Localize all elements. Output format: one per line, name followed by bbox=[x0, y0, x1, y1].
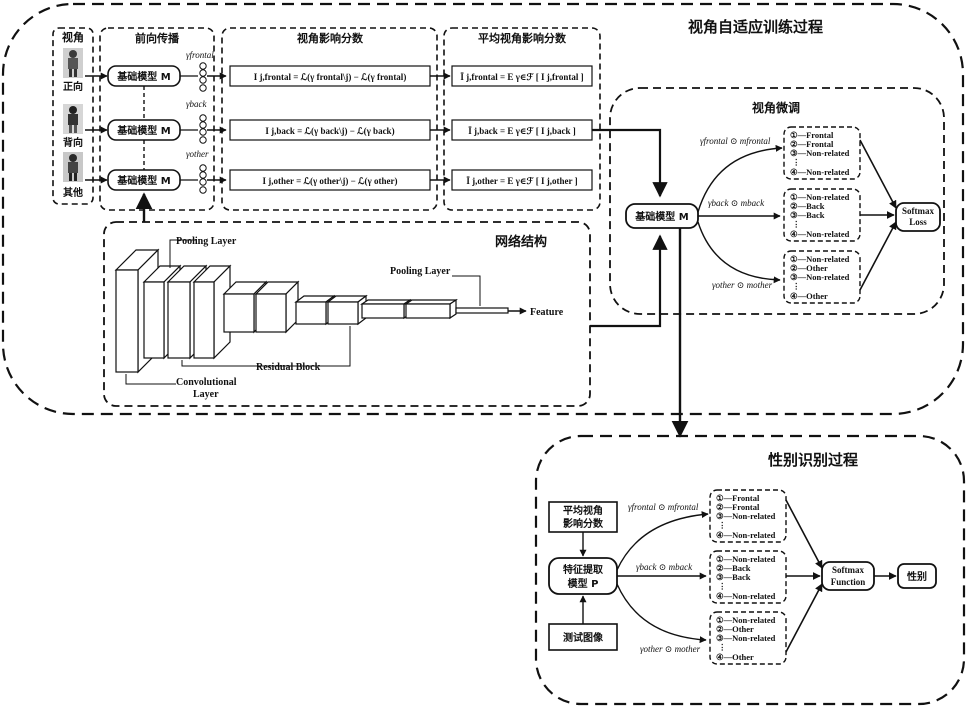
avg-score-line2: 影响分数 bbox=[563, 517, 604, 530]
neuron-column-other bbox=[200, 165, 206, 193]
view-label-back: 背向 bbox=[63, 136, 83, 149]
adaptive-training-title: 视角自适应训练过程 bbox=[688, 18, 823, 36]
average-formula-frontal: Ī j,frontal = E γ∈ℱ [ I j,frontal ] bbox=[460, 72, 583, 82]
finetune-branch-frontal-label: γfrontal ⊙ mfrontal bbox=[700, 136, 771, 146]
gender-frontal-item-4: ④—Non-related bbox=[716, 530, 776, 540]
network-structure-title: 网络结构 bbox=[495, 234, 547, 250]
base-model-other-label: 基础模型 M bbox=[116, 174, 170, 187]
gamma-back: γback bbox=[186, 99, 208, 109]
average-formula-other: Ī j,other = E γ∈ℱ [ I j,other ] bbox=[466, 176, 577, 186]
test-image-label: 测试图像 bbox=[563, 631, 604, 644]
final-pooling-strip bbox=[456, 308, 508, 313]
influence-formula-other: I j,other = ℒ(γ other\j) − ℒ(γ other) bbox=[263, 176, 398, 186]
residual-block-4 bbox=[256, 282, 298, 332]
influence-formula-frontal: I j,frontal = ℒ(γ frontal\j) − ℒ(γ front… bbox=[254, 72, 407, 82]
gender-recognition-title: 性别识别过程 bbox=[768, 451, 858, 469]
base-model-frontal-label: 基础模型 M bbox=[116, 70, 170, 83]
average-influence-header: 平均视角影响分数 bbox=[478, 31, 567, 45]
finetune-other-item-4: ④—Other bbox=[790, 291, 828, 301]
gender-frontal-ellipsis: ⋮ bbox=[718, 520, 727, 530]
residual-block-6 bbox=[328, 296, 366, 324]
gamma-frontal: γfrontal bbox=[186, 50, 214, 60]
base-model-back-label: 基础模型 M bbox=[116, 124, 170, 137]
average-formula-back: Ī j,back = E γ∈ℱ [ I j,back ] bbox=[468, 126, 576, 136]
finetune-frontal-ellipsis: ⋮ bbox=[792, 157, 801, 167]
influence-score-panel: 视角影响分数 I j,frontal = ℒ(γ frontal\j) − ℒ(… bbox=[222, 28, 437, 210]
forward-propagation-header: 前向传播 bbox=[135, 31, 180, 45]
neuron-column-back bbox=[200, 115, 206, 143]
forward-propagation-panel: 前向传播 基础模型 M 基础模型 M 基础模型 M γfrontal γback… bbox=[100, 28, 214, 210]
softmax-function-line1: Softmax bbox=[832, 565, 864, 575]
view-column: 视角 正向 背向 其他 bbox=[53, 28, 93, 204]
convolutional-label-line1: Convolutional bbox=[176, 377, 237, 388]
person-back-thumbnail bbox=[63, 104, 83, 134]
finetune-frontal-item-4: ④—Non-related bbox=[790, 167, 850, 177]
softmax-loss-line1: Softmax bbox=[902, 206, 934, 216]
finetune-branch-back-label: γback ⊙ mback bbox=[708, 198, 765, 208]
influence-formula-back: I j,back = ℒ(γ back\j) − ℒ(γ back) bbox=[265, 126, 394, 136]
gamma-other: γother bbox=[186, 149, 209, 159]
finetune-back-item-4: ④—Non-related bbox=[790, 229, 850, 239]
influence-score-header: 视角影响分数 bbox=[297, 31, 364, 45]
feature-extract-line2: 模型 P bbox=[568, 577, 599, 590]
finetune-base-model-label: 基础模型 M bbox=[634, 210, 688, 223]
view-label-other: 其他 bbox=[63, 186, 83, 199]
finetune-back-ellipsis: ⋮ bbox=[792, 219, 801, 229]
finetune-branch-other-label: γother ⊙ mother bbox=[712, 280, 773, 290]
gender-back-item-4: ④—Non-related bbox=[716, 591, 776, 601]
pooling-layer-label-right: Pooling Layer bbox=[390, 266, 451, 277]
network-structure-panel: 网络结构 bbox=[104, 222, 590, 406]
feature-label: Feature bbox=[530, 307, 564, 318]
gender-other-ellipsis: ⋮ bbox=[718, 642, 727, 652]
gender-branch-other-label: γother ⊙ mother bbox=[640, 644, 701, 654]
softmax-loss-line2: Loss bbox=[909, 217, 927, 227]
person-other-thumbnail bbox=[63, 152, 83, 182]
residual-block-7 bbox=[362, 300, 410, 318]
view-label-frontal: 正向 bbox=[63, 80, 83, 93]
view-column-header: 视角 bbox=[62, 30, 84, 44]
gender-recognition-flow: 平均视角 影响分数 特征提取 模型 P 测试图像 γfrontal ⊙ mfro… bbox=[549, 490, 936, 664]
fine-tune-title: 视角微调 bbox=[752, 100, 800, 115]
residual-block-8 bbox=[406, 300, 456, 318]
finetune-other-ellipsis: ⋮ bbox=[792, 281, 801, 291]
gender-branch-back-label: γback ⊙ mback bbox=[636, 562, 693, 572]
avg-score-line1: 平均视角 bbox=[563, 504, 603, 517]
average-influence-panel: 平均视角影响分数 Ī j,frontal = E γ∈ℱ [ I j,front… bbox=[444, 28, 600, 210]
convolutional-label-line2: Layer bbox=[193, 389, 219, 400]
gender-output-label: 性别 bbox=[906, 570, 927, 583]
softmax-function-line2: Function bbox=[831, 577, 866, 587]
residual-block-label: Residual Block bbox=[256, 362, 321, 373]
gender-other-item-4: ④—Other bbox=[716, 652, 754, 662]
feature-extract-line1: 特征提取 bbox=[563, 563, 604, 576]
pooling-layer-label-top: Pooling Layer bbox=[176, 236, 237, 247]
gender-back-ellipsis: ⋮ bbox=[718, 581, 727, 591]
neuron-column-frontal bbox=[200, 63, 206, 91]
person-frontal-thumbnail bbox=[63, 48, 83, 78]
gender-branch-frontal-label: γfrontal ⊙ mfrontal bbox=[628, 502, 699, 512]
